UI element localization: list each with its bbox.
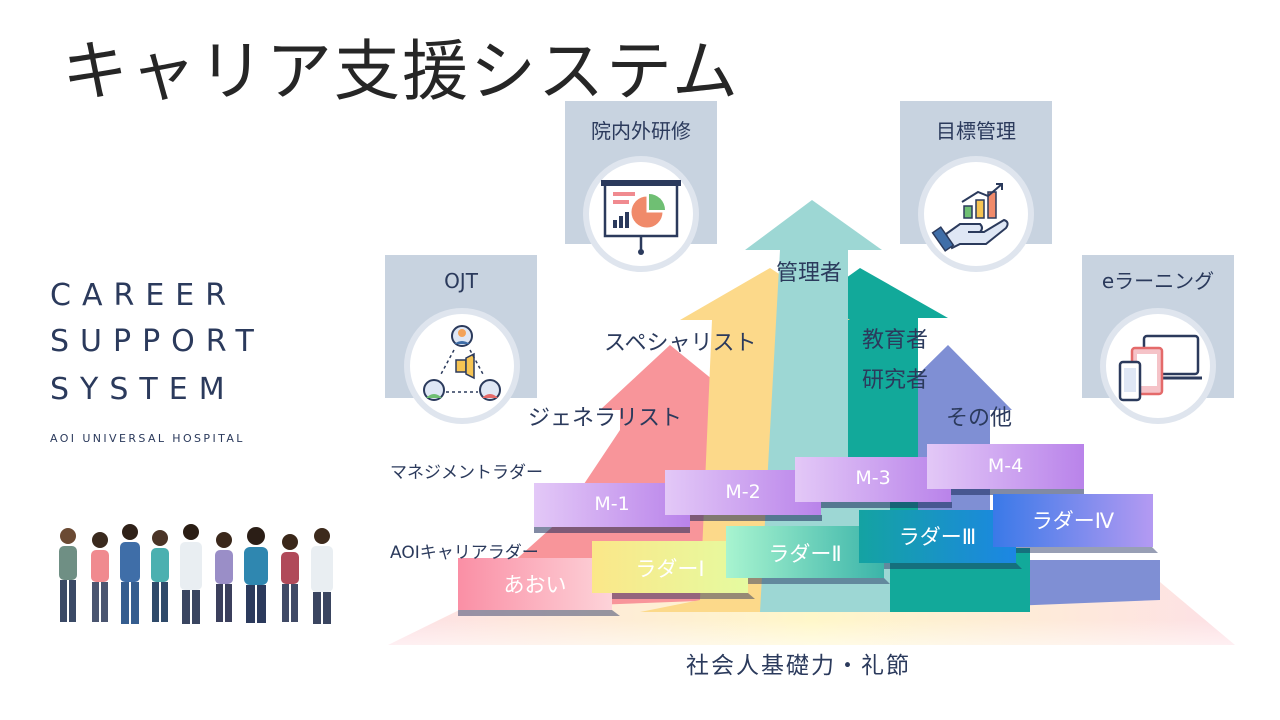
step-ladder-1: [592, 541, 748, 593]
step-aoi: [458, 558, 612, 610]
step-m-3: [795, 457, 951, 502]
step-m-2-label: M-2: [725, 481, 761, 503]
subtitle-support: SUPPORT: [50, 324, 265, 359]
label-generalist: ジェネラリスト: [528, 406, 683, 431]
label-researcher: 研究者: [862, 368, 929, 393]
person-1: [59, 528, 77, 622]
step-ladder-1-label: ラダーⅠ: [635, 557, 705, 581]
step-ladder-4: [993, 494, 1153, 547]
devices-icon: [1118, 334, 1202, 402]
hand-growth-chart-icon: [931, 183, 1009, 252]
person-5-doctor: [180, 524, 202, 624]
person-4: [151, 530, 169, 622]
ojt-icon-circle: [410, 314, 514, 418]
hospital-name: AOI UNIVERSAL HOSPITAL: [50, 432, 245, 445]
management-ladder-label: マネジメントラダー: [390, 463, 543, 483]
person-2: [91, 532, 109, 622]
team-megaphone-icon: [423, 325, 501, 401]
elearning-icon-circle: [1106, 314, 1210, 418]
step-aoi-label: あおい: [503, 573, 567, 597]
step-ladder-2: [726, 526, 884, 578]
step-ladder-2-label: ラダーⅡ: [768, 542, 842, 566]
step-ladder-3: [859, 510, 1016, 563]
step-m-1-label: M-1: [594, 493, 630, 515]
career-ladder-label: AOIキャリアラダー: [390, 543, 539, 563]
step-m-4-label: M-4: [987, 455, 1024, 477]
page-title: キャリア支援システム: [62, 33, 741, 110]
foundation-label: 社会人基礎力・礼節: [686, 653, 911, 679]
person-7: [244, 527, 268, 623]
label-other: その他: [946, 406, 1013, 431]
goal-icon-circle: [924, 162, 1028, 266]
staff-group-illustration: [59, 524, 333, 624]
subtitle-career: CAREER: [50, 278, 238, 313]
step-ladder-4-label: ラダーⅣ: [1031, 509, 1115, 533]
step-m-3-label: M-3: [855, 467, 891, 489]
person-8: [281, 534, 299, 622]
person-3: [120, 524, 140, 624]
box-elearning-label: eラーニング: [1101, 269, 1215, 293]
step-m-1: [534, 483, 690, 527]
person-6: [215, 532, 233, 622]
step-ladder-3-label: ラダーⅢ: [898, 525, 977, 549]
training-icon-circle: [589, 162, 693, 266]
box-ojt-label: OJT: [444, 269, 478, 293]
label-educator: 教育者: [862, 328, 929, 353]
subtitle-system: SYSTEM: [50, 372, 236, 407]
presentation-board-icon: [601, 180, 681, 255]
person-9-doctor: [311, 528, 333, 624]
box-training-label: 院内外研修: [591, 119, 691, 143]
box-goal-label: 目標管理: [936, 119, 1016, 143]
step-m-4: [927, 444, 1084, 489]
label-specialist: スペシャリスト: [604, 331, 757, 356]
label-manager: 管理者: [776, 261, 843, 286]
